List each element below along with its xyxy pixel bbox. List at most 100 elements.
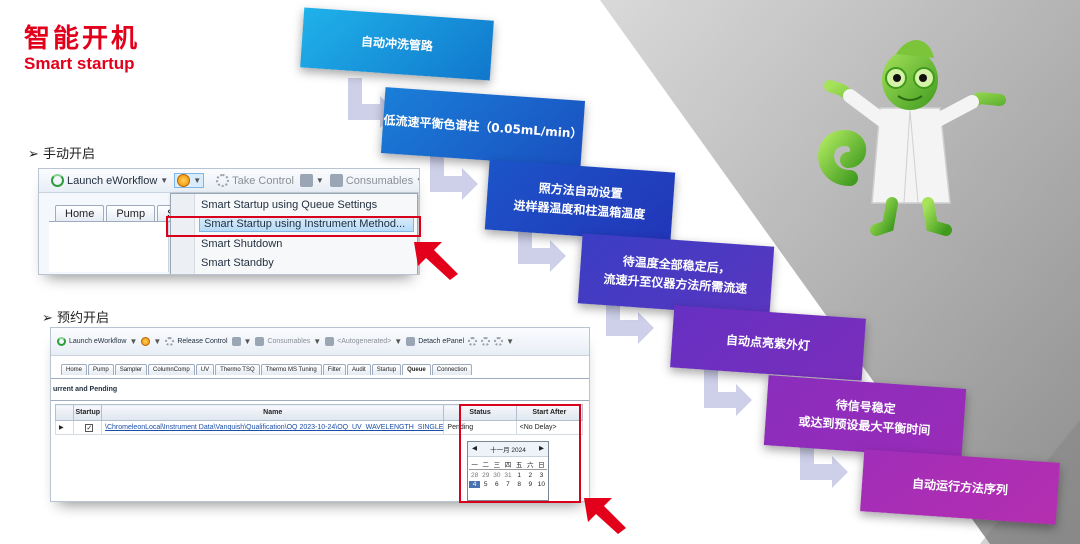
sun-icon [177,174,191,187]
slide-title-en: Smart startup [24,54,135,73]
prev-month-button[interactable]: ◀ [472,445,477,452]
slide-title-cn: 智能开机 [24,24,141,54]
calendar-month-year[interactable]: 十一月 2024 [490,447,526,454]
chevron-down-icon: ▼ [394,337,403,346]
tab-queue[interactable]: Queue [402,364,431,375]
chevron-down-icon: ▼ [160,176,169,185]
scheduled-start-label: ➢ 预约开启 [42,311,110,326]
step-7-text: 自动运行方法序列 [911,476,1009,498]
chevron-down-icon: ▼ [243,337,252,346]
calendar-day-today[interactable]: 4 [469,481,481,488]
tools-button[interactable]: ▼ [494,337,514,346]
toolbar: Launch eWorkflow ▼ ▼ Release Control ▼ C… [51,328,589,356]
launch-eworkflow-button[interactable]: Launch eWorkflow ▼ [57,337,137,346]
tab-pump[interactable]: Pump [106,205,156,222]
calendar-day[interactable]: 30 [493,472,501,479]
consumables-button[interactable]: Consumables ▼ [255,337,321,346]
calendar-day[interactable]: 9 [528,481,533,488]
detach-epanel-button[interactable]: Detach ePanel [406,337,464,346]
refresh-icon [57,337,66,346]
calendar-day[interactable]: 1 [517,472,521,479]
take-control-button[interactable]: Take Control [216,174,294,187]
tab-home[interactable]: Home [61,364,88,375]
next-month-button[interactable]: ▶ [539,445,544,452]
calendar-day[interactable]: 10 [537,481,546,488]
calendar-day[interactable]: 3 [539,472,544,479]
sun-icon [141,337,151,346]
menu-item-startup-queue[interactable]: Smart Startup using Queue Settings [201,199,378,211]
tab-sampler[interactable]: Sampler [114,364,148,375]
calendar-grid: 一 二 三 四 五 六 日 28 29 30 31 1 2 3 4 5 6 7 … [468,457,548,490]
chevron-down-icon: ▼ [416,176,419,185]
monitor-icon [299,174,313,187]
step-5: 自动点亮紫外灯 [670,305,866,381]
step-5-text: 自动点亮紫外灯 [725,332,811,353]
step-2: 低流速平衡色谱柱（0.05mL/min） [380,87,586,167]
tab-divider [49,221,179,222]
chevron-down-icon: ▼ [129,337,138,346]
calendar-day[interactable]: 2 [528,472,533,479]
launch-eworkflow-button[interactable]: Launch eWorkflow ▼ [51,174,168,187]
menu-icon-strip [171,194,195,274]
table-row[interactable]: ▶ ✓ \ChromeleonLocal\Instrument Data\Van… [54,420,584,435]
column-header-startup[interactable]: Startup [73,404,103,421]
table-header-row: Startup Name Status Start After [54,404,584,421]
weekday-label: 五 [513,459,525,470]
wrench-icon [494,337,504,346]
tab-columncomp[interactable]: ColumnComp [148,364,195,375]
chevron-down-icon: ▼ [313,337,322,346]
date-picker-calendar[interactable]: ◀ 十一月 2024 ▶ 一 二 三 四 五 六 日 28 29 30 31 1… [467,441,549,501]
weekday-label: 四 [502,459,514,470]
sequence-name[interactable]: \ChromeleonLocal\Instrument Data\Vanquis… [101,420,445,435]
tab-startup[interactable]: Startup [371,364,402,375]
tab-thermo-ms-tuning[interactable]: Thermo MS Tuning [260,364,322,375]
help-button[interactable] [481,337,491,346]
monitor-button[interactable]: ▼ [231,337,252,346]
menu-item-smart-standby[interactable]: Smart Standby [201,257,274,269]
calendar-day[interactable]: 5 [483,481,488,488]
startup-checkbox[interactable]: ✓ [85,423,94,432]
chevron-down-icon: ▼ [506,337,515,346]
sequence-link[interactable]: \ChromeleonLocal\Instrument Data\Vanquis… [105,424,444,431]
calendar-day[interactable]: 28 [470,472,479,479]
monitor-button[interactable]: ▼ [299,174,324,187]
scheduled-highlight-box [459,404,581,503]
weekday-label: 三 [491,459,503,470]
tab-thermo-tsq[interactable]: Thermo TSQ [215,364,260,375]
release-control-label: Release Control [177,338,228,345]
tab-filter[interactable]: Filter [322,364,347,375]
tab-home[interactable]: Home [55,205,105,222]
start-after-field[interactable]: <No Delay> [515,420,584,435]
calendar-day[interactable]: 6 [495,481,499,488]
tab-connection[interactable]: Connection [431,364,473,375]
calendar-day[interactable]: 31 [504,472,512,479]
autogenerated-label: <Autogenerated> [337,338,392,345]
settings-button[interactable] [468,337,478,346]
launch-eworkflow-label: Launch eWorkflow [69,338,127,345]
connector-arrow-icon [606,294,654,344]
calendar-day[interactable]: 29 [482,472,490,479]
monitor-icon [231,337,241,346]
red-arrow-icon [584,498,626,534]
consumables-button[interactable]: Consumables ▼ [329,174,419,187]
tab-pump[interactable]: Pump [88,364,114,375]
smart-startup-button[interactable]: ▼ [174,173,205,188]
smart-startup-button[interactable]: ▼ [141,337,161,346]
release-control-button[interactable]: Release Control [165,337,228,346]
sequence-button[interactable]: <Autogenerated> ▼ [325,337,402,346]
chevron-down-icon: ▼ [315,176,324,185]
connector-arrow-icon [518,222,566,272]
column-header-start-after[interactable]: Start After [515,404,584,421]
panel-title: urrent and Pending [53,386,118,393]
tab-audit[interactable]: Audit [347,364,371,375]
manual-start-label: ➢ 手动开启 [28,147,96,162]
manual-highlight-box [166,216,421,237]
tab-uv[interactable]: UV [195,364,215,375]
calendar-day[interactable]: 7 [506,481,510,488]
calendar-day[interactable]: 8 [517,481,521,488]
detach-icon [406,337,416,346]
chameleon-mascot-icon [818,40,1006,236]
scheduled-startup-screenshot: Launch eWorkflow ▼ ▼ Release Control ▼ C… [50,327,590,502]
consumables-label: Consumables [345,174,414,187]
menu-item-smart-shutdown[interactable]: Smart Shutdown [201,238,283,250]
